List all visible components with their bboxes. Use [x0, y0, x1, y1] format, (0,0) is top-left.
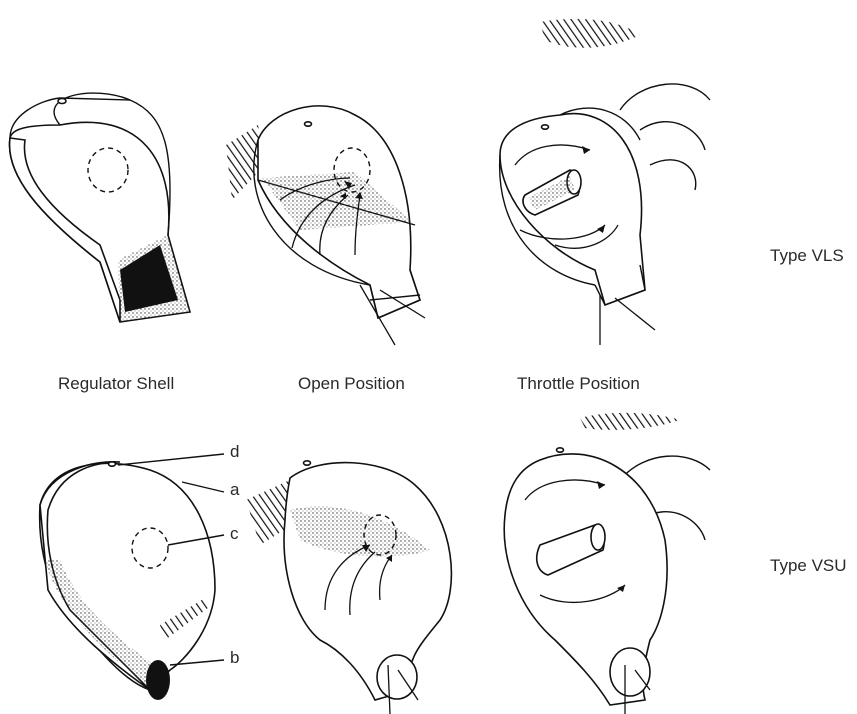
caption-regulator-shell: Regulator Shell [58, 374, 174, 394]
vsu-open-position [246, 461, 451, 714]
callout-c: c [230, 524, 239, 544]
callout-b: b [230, 648, 239, 668]
vsu-regulator-shell [40, 454, 224, 700]
caption-throttle-position: Throttle Position [517, 374, 640, 394]
callout-a: a [230, 480, 239, 500]
vls-regulator-shell [10, 93, 190, 322]
vsu-throttle-position [504, 413, 710, 714]
vls-open-position [226, 106, 425, 345]
vls-throttle-position [500, 19, 710, 345]
label-type-vsu: Type VSU [770, 556, 847, 576]
caption-open-position: Open Position [298, 374, 405, 394]
callout-d: d [230, 442, 239, 462]
label-type-vls: Type VLS [770, 246, 844, 266]
